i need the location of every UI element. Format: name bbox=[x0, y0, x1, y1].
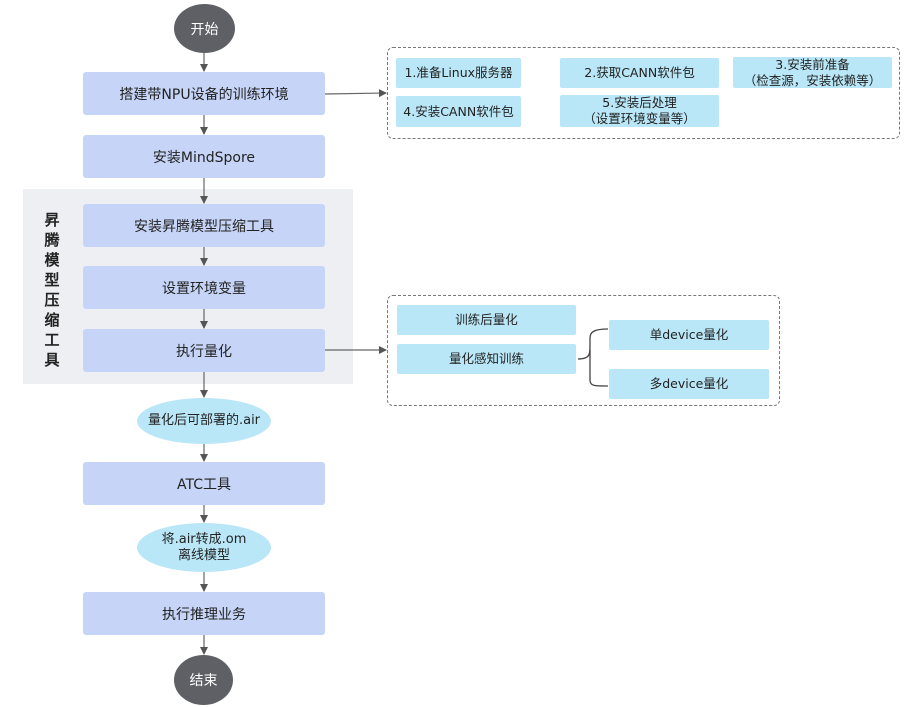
quant-qat-label: 量化感知训练 bbox=[448, 351, 524, 367]
env-item-prepare-linux-label: 1.准备Linux服务器 bbox=[404, 65, 513, 81]
step-install-compression-tool: 安装昇腾模型压缩工具 bbox=[83, 204, 325, 247]
step-set-env-vars: 设置环境变量 bbox=[83, 266, 325, 309]
output-deployable-air: 量化后可部署的.air bbox=[137, 398, 271, 444]
quant-single-device-label: 单device量化 bbox=[649, 327, 729, 343]
env-item-install-cann: 4.安装CANN软件包 bbox=[396, 96, 521, 127]
env-item-pre-install-line1: 3.安装前准备 bbox=[775, 56, 850, 72]
env-item-get-cann-label: 2.获取CANN软件包 bbox=[584, 65, 695, 81]
output-convert-om-line1: 将.air转成.om bbox=[161, 531, 247, 547]
env-item-prepare-linux: 1.准备Linux服务器 bbox=[396, 58, 521, 88]
quant-multi-device: 多device量化 bbox=[609, 369, 769, 399]
env-setup-panel bbox=[387, 47, 900, 139]
env-item-pre-install-line2: （检查源，安装依赖等） bbox=[743, 72, 882, 88]
start-node: 开始 bbox=[174, 4, 235, 53]
quant-ptq-label: 训练后量化 bbox=[455, 312, 518, 328]
output-convert-om-line2: 离线模型 bbox=[177, 547, 230, 563]
compression-tool-group-label: 昇腾模型压缩工具 bbox=[44, 211, 60, 369]
quantization-panel bbox=[387, 295, 780, 406]
env-item-install-cann-label: 4.安装CANN软件包 bbox=[403, 103, 514, 119]
env-item-pre-install: 3.安装前准备 （检查源，安装依赖等） bbox=[733, 57, 892, 88]
env-item-post-install: 5.安装后处理 （设置环境变量等） bbox=[560, 95, 719, 127]
step-run-inference: 执行推理业务 bbox=[83, 592, 325, 635]
output-deployable-air-label: 量化后可部署的.air bbox=[147, 413, 261, 429]
step-install-mindspore: 安装MindSpore bbox=[83, 135, 325, 178]
quant-single-device: 单device量化 bbox=[609, 320, 769, 350]
step-run-quantization: 执行量化 bbox=[83, 329, 325, 372]
env-item-get-cann: 2.获取CANN软件包 bbox=[560, 58, 719, 88]
end-node: 结束 bbox=[174, 655, 233, 705]
quant-multi-device-label: 多device量化 bbox=[649, 376, 729, 392]
quant-qat: 量化感知训练 bbox=[397, 344, 576, 374]
env-item-post-install-line1: 5.安装后处理 bbox=[602, 95, 677, 111]
step-atc-tool: ATC工具 bbox=[83, 462, 325, 505]
step-setup-npu-env: 搭建带NPU设备的训练环境 bbox=[83, 72, 325, 115]
arrow-step1-env bbox=[324, 89, 387, 98]
output-convert-om: 将.air转成.om 离线模型 bbox=[137, 523, 271, 572]
brace-qat-devices bbox=[577, 328, 609, 387]
quant-ptq: 训练后量化 bbox=[397, 305, 576, 335]
env-item-post-install-line2: （设置环境变量等） bbox=[583, 111, 696, 126]
